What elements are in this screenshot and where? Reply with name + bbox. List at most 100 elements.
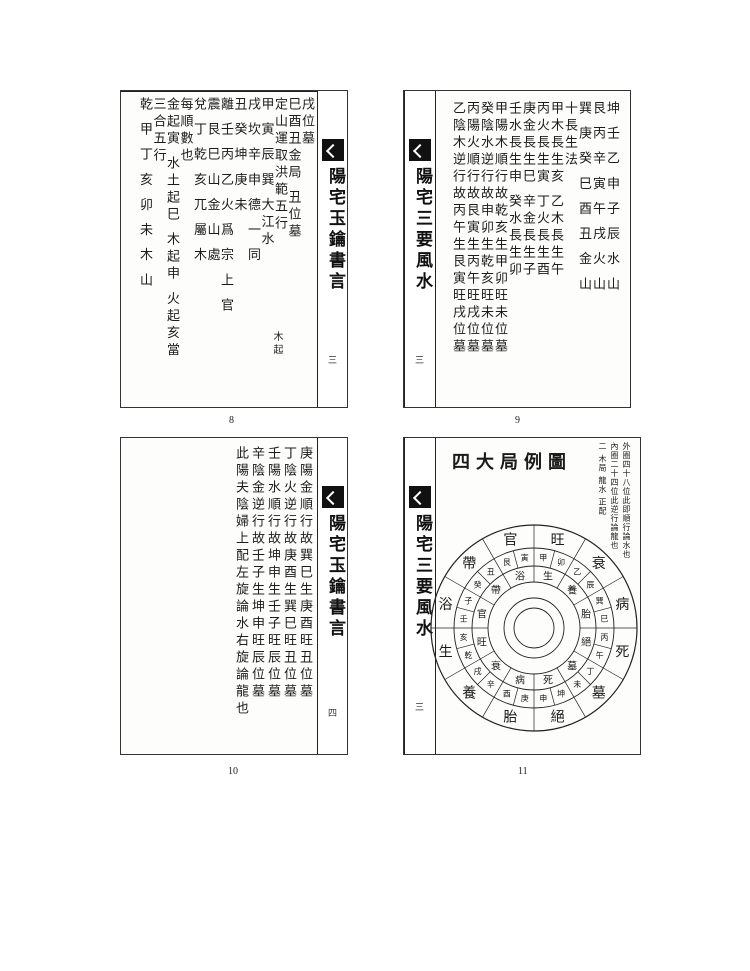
wheel-divider [482, 697, 495, 718]
wheel-divider [573, 697, 586, 718]
wheel-divider [556, 667, 566, 682]
wheel-label: 巽 [596, 597, 604, 606]
page-10: 庚陽金順行故巽巳生庚酉旺丑位墓丁陰火逆行故庚酉生巽巳旺丑位墓壬陽水順行故坤申生壬… [120, 437, 348, 755]
text-column: 金起寅 水土起巳 木起申 火起亥當 [164, 97, 179, 360]
legend-line: 外圈四十八位此即順行論水也 [622, 442, 631, 559]
page-number-11: 11 [518, 766, 528, 777]
wheel-label: 養 [567, 583, 577, 596]
wheel-label: 午 [596, 650, 604, 660]
wheel-label: 坤 [557, 688, 565, 698]
wheel-divider [456, 606, 475, 613]
wheel-label: 死 [615, 645, 629, 661]
wheel-label: 丑 [487, 567, 495, 576]
wheel-label: 巳 [600, 615, 608, 624]
wheel-label: 病 [615, 597, 629, 613]
wheel-label: 未 [573, 679, 581, 689]
wheel-divider [464, 658, 481, 669]
wheel-label: 寅 [521, 552, 529, 562]
wheel-divider [603, 667, 624, 680]
wheel-divider [477, 571, 491, 585]
wheel-label: 官 [477, 608, 487, 621]
wheel-divider [577, 571, 591, 585]
text-column: 艮 丙 辛 寅 午 戌 火 山 [590, 101, 605, 294]
wheel-divider [493, 558, 504, 575]
wheel-label: 戌 [474, 666, 482, 676]
wheel-label: 艮 [503, 558, 511, 567]
wheel-label: 旺 [477, 637, 487, 648]
text-column: 甲 寅 辰 巽 大江水 [258, 97, 274, 249]
wheel-label: 丁 [586, 667, 594, 676]
wheel-divider [480, 596, 495, 606]
wheel-divider [444, 576, 465, 589]
wheel-divider [564, 558, 575, 575]
text-column: 此陽夫陰婦上配左旋論水右旋論龍也 [233, 446, 248, 718]
folio-mark: 四 [328, 709, 338, 719]
legend-line: 二 木局 龍水 正配 [598, 442, 607, 516]
spine-title: 陽宅三要風水 [412, 167, 432, 293]
text-column: 每順數也 [177, 97, 193, 165]
spine-title: 陽宅玉鑰書言 [325, 167, 345, 293]
wheel-label: 帶 [491, 584, 501, 596]
text-column: 乾 甲 丁 亥 卯 未 木 山 [137, 97, 152, 290]
text-column: 定山運取洪範五行 [272, 97, 287, 233]
fishtail-mark [322, 139, 344, 161]
wheel-label: 乙 [573, 567, 581, 576]
wheel-divider [593, 606, 612, 613]
text-column: 震 艮 巳 山 金 山 處 [204, 97, 220, 265]
wheel-divider [456, 643, 475, 650]
wheel-label: 乾 [464, 650, 472, 660]
text-column: 辛陰金逆行故壬子生坤申旺辰位墓 [249, 446, 264, 701]
wheel-divider [480, 650, 495, 660]
text-column: 癸陰水逆行故申卯生乾亥旺未位墓 [478, 101, 493, 356]
page-10-spine: 陽宅玉鑰書言 四 [317, 438, 347, 754]
wheel-label: 子 [464, 597, 472, 606]
wheel-divider [587, 587, 604, 598]
diagram-title: 四大局例圖 [452, 452, 572, 473]
wheel-label: 官 [503, 533, 517, 549]
wheel-divider [587, 658, 604, 669]
text-column: 戌位墓 [299, 97, 314, 148]
wheel-divider [577, 671, 591, 685]
wheel-label: 旺 [551, 533, 565, 549]
page-8-spine: 陽宅玉鑰書言 三 [317, 91, 347, 407]
page-11-spine: 陽宅三要風水 三 [404, 438, 436, 754]
fishtail-mark [409, 486, 431, 508]
fishtail-mark [322, 486, 344, 508]
wheel-divider [493, 681, 504, 698]
page-9-spine: 陽宅三要風水 三 [404, 91, 436, 407]
text-column: 甲陽木順行故乾亥生甲卯旺未位墓 [492, 101, 507, 356]
spine-title: 陽宅三要風水 [412, 514, 432, 640]
text-column: 坤 壬 乙 申 子 辰 水 山 [604, 101, 619, 294]
text-column: 戌 坎 辛 申 德 一 同 [245, 97, 260, 265]
wheel-label: 浴 [439, 597, 453, 613]
wheel-label: 胎 [503, 709, 517, 725]
wheel-divider [464, 587, 481, 598]
fishtail-mark [409, 139, 431, 161]
text-column: 十長生法 [562, 101, 577, 169]
wheel-divider [549, 687, 556, 706]
text-column: 丙火長生寅 丁火長生酉 [534, 101, 549, 280]
frame-top [121, 91, 347, 92]
wheel-label: 丙 [600, 633, 608, 642]
text-column: 甲木長生亥 乙木長生午 [548, 101, 563, 280]
wheel-label: 帶 [462, 556, 476, 572]
wheel-label: 癸 [474, 580, 482, 590]
wheel-divider [593, 643, 612, 650]
wheel-label: 酉 [503, 689, 511, 698]
text-column: 巳酉丑金局 丑位墓 [285, 97, 301, 242]
wheel-divider [556, 574, 566, 589]
wheel-label: 亥 [460, 632, 468, 642]
wheel-ring [503, 597, 565, 659]
wheel-label: 病 [515, 674, 525, 687]
page-8: 戌位墓巳酉丑金局 丑位墓定山運取洪範五行甲 寅 辰 巽 大江水戌 坎 辛 申 德… [120, 90, 348, 408]
text-column: 丙陽火順行故艮寅生丙午旺戌位墓 [464, 101, 479, 356]
wheel-divider [573, 538, 586, 559]
text-column: 丑 癸 坤 庚 未 [231, 97, 247, 215]
wheel-label: 庚 [521, 693, 529, 703]
wheel-label: 甲 [539, 553, 547, 562]
wheel-divider [573, 650, 588, 660]
wheel-divider [502, 667, 512, 682]
wheel-label: 絕 [551, 709, 565, 725]
text-column: 丁陰火逆行故庚酉生巽巳旺丑位墓 [281, 446, 296, 701]
text-column: 庚金長生巳 辛金長生子 [520, 101, 535, 280]
